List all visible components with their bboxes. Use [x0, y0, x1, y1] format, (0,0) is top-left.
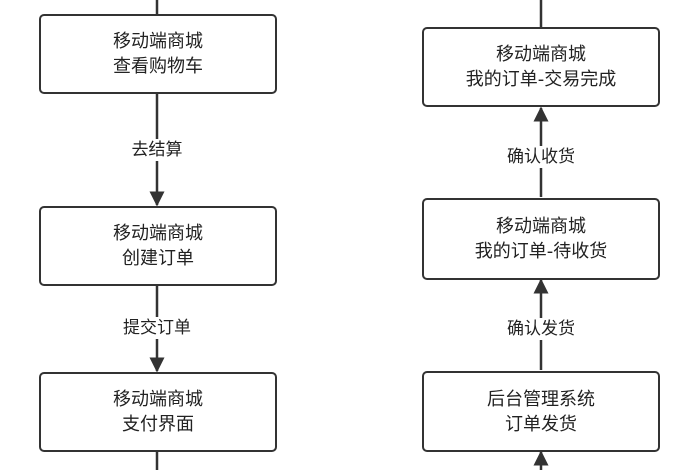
- edge-label-checkout: 去结算: [129, 139, 185, 161]
- node-payment: 移动端商城 支付界面: [39, 372, 277, 452]
- node-line-1: 移动端商城: [113, 31, 203, 52]
- node-create-order: 移动端商城 创建订单: [39, 206, 277, 286]
- node-order-pending-receipt: 移动端商城 我的订单-待收货: [422, 198, 660, 280]
- node-line-1: 移动端商城: [113, 223, 203, 244]
- node-line-2: 订单发货: [505, 413, 577, 435]
- node-line-1: 移动端商城: [496, 216, 586, 237]
- node-line-1: 移动端商城: [113, 389, 203, 410]
- edge-label-confirm-shipping: 确认发货: [505, 318, 577, 340]
- node-order-complete: 移动端商城 我的订单-交易完成: [422, 27, 660, 107]
- node-line-2: 创建订单: [122, 248, 194, 269]
- edge-label-submit-order: 提交订单: [121, 317, 193, 339]
- node-admin-ship: 后台管理系统 订单发货: [422, 371, 660, 452]
- node-line-2: 我的订单-交易完成: [465, 69, 617, 90]
- edge-label-confirm-receipt: 确认收货: [505, 146, 577, 168]
- node-line-2: 支付界面: [122, 414, 194, 435]
- node-view-cart: 移动端商城 查看购物车: [39, 14, 277, 94]
- node-line-2: 我的订单-待收货: [474, 241, 608, 262]
- node-line-1: 移动端商城: [496, 44, 586, 65]
- node-line-2: 查看购物车: [113, 56, 203, 77]
- node-line-1: 后台管理系统: [487, 388, 595, 410]
